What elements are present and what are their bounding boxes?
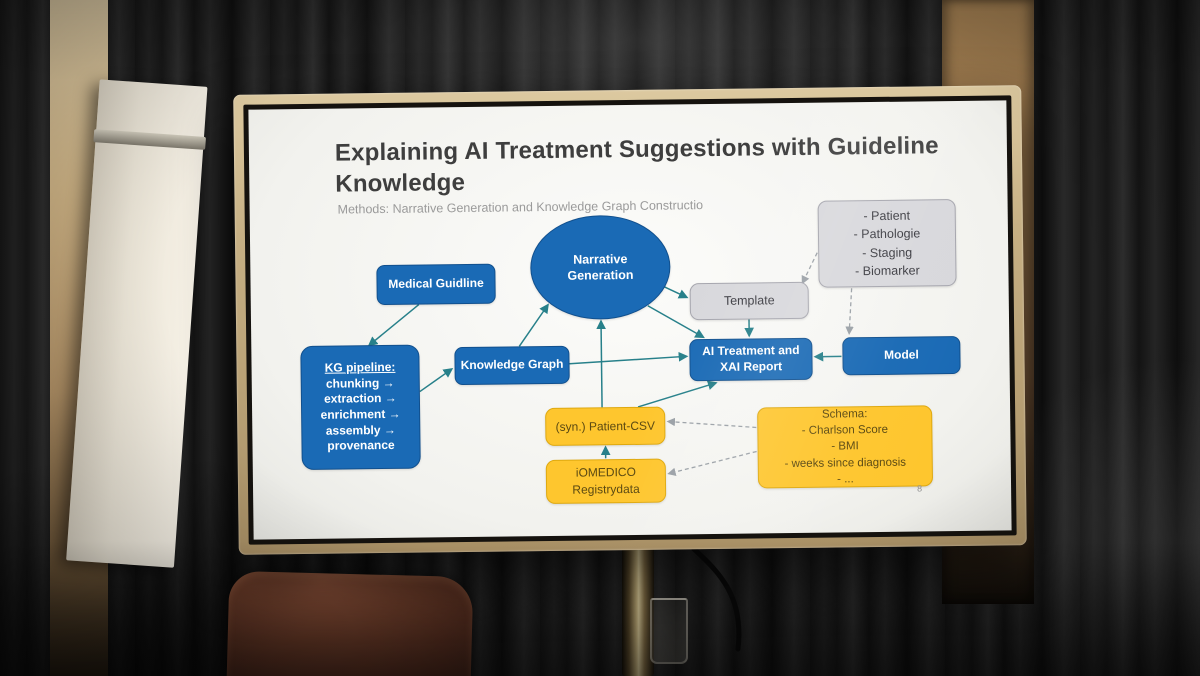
node-knowledge-graph: Knowledge Graph [454, 345, 570, 386]
flipchart-clamp [93, 129, 206, 150]
chair [226, 570, 474, 676]
node-patient-info: - Patient - Pathologie - Staging - Bioma… [817, 199, 957, 288]
node-ai-treatment-report: AI Treatment and XAI Report [689, 337, 813, 382]
tv-bezel: Explaining AI Treatment Suggestions with… [243, 95, 1017, 545]
water-glass [650, 598, 688, 664]
node-model: Model [842, 335, 961, 376]
tv-frame: Explaining AI Treatment Suggestions with… [233, 85, 1027, 555]
arrow-narrative-to-report [647, 305, 705, 339]
tv-stand-pole [622, 540, 654, 676]
tv-screen: Explaining AI Treatment Suggestions with… [248, 100, 1012, 540]
node-patient-csv: (syn.) Patient-CSV [545, 406, 666, 447]
kg-pipeline-steps: chunking → extraction → enrichment → ass… [320, 375, 401, 453]
slide-title: Explaining AI Treatment Suggestions with… [334, 132, 939, 198]
arrow-schema-to-iomedico [667, 450, 757, 476]
arrow-guideline-to-pipeline [367, 303, 420, 347]
arrow-kg-to-narrative [518, 303, 549, 347]
node-template: Template [689, 281, 809, 321]
arrow-csv-to-narrative [596, 319, 606, 408]
arrow-pipeline-to-kg [419, 368, 454, 393]
cable [691, 546, 742, 652]
node-kg-pipeline: KG pipeline: chunking → extraction → enr… [300, 344, 421, 471]
arrow-patientinfo-to-template [801, 252, 818, 285]
node-schema: Schema: - Charlson Score - BMI - weeks s… [757, 405, 934, 489]
node-iomedico-registry: iOMEDICO Registrydata [545, 458, 667, 505]
diagram-arrows [367, 252, 854, 476]
kg-pipeline-heading: KG pipeline: [324, 360, 396, 375]
arrow-kg-to-report [569, 351, 689, 365]
node-medical-guideline: Medical Guidline [376, 263, 496, 306]
slide-page-number: 8 [917, 483, 923, 494]
arrow-narrative-to-template [661, 284, 689, 299]
arrow-csv-to-report [637, 380, 718, 408]
arrow-schema-to-csv [666, 417, 757, 429]
arrow-patientinfo-to-model [845, 288, 854, 336]
